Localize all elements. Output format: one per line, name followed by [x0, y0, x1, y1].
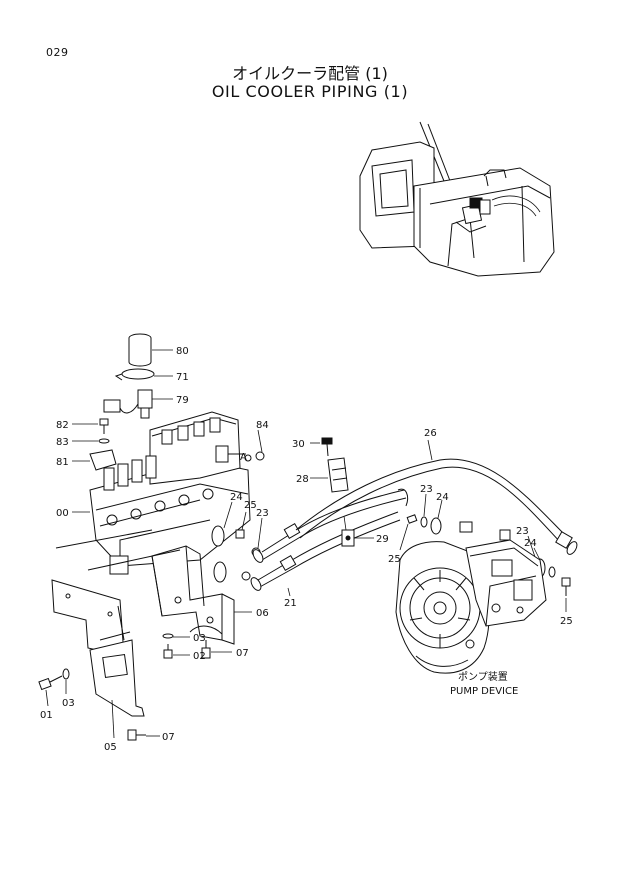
callout-81: 81 — [56, 457, 69, 468]
washer-03-lower — [62, 668, 70, 680]
callout-84: 84 — [256, 420, 269, 431]
callout-23-right: 23 — [516, 526, 529, 537]
bolt-07-upper — [201, 640, 211, 659]
page-number: 029 — [46, 46, 69, 59]
callout-02: 02 — [193, 651, 206, 662]
callout-line-23-left — [257, 517, 263, 549]
washer-03-upper — [162, 633, 174, 639]
callout-05: 05 — [104, 742, 117, 753]
callout-line-24-left — [223, 501, 233, 529]
callout-29: 29 — [376, 534, 389, 545]
page-title-english: OIL COOLER PIPING (1) — [211, 82, 409, 101]
callout-03-upper: 03 — [193, 633, 206, 644]
callout-25-mid: 25 — [388, 554, 401, 565]
callout-23-left: 23 — [256, 508, 269, 519]
pump-device-illustration — [395, 521, 547, 674]
filter-element-80 — [128, 333, 152, 367]
callout-21: 21 — [284, 598, 297, 609]
callout-lines-top-left — [72, 349, 173, 462]
bolt-25-right — [561, 577, 571, 596]
callout-28: 28 — [296, 474, 309, 485]
hose-21 — [250, 488, 409, 591]
callout-00: 00 — [56, 508, 69, 519]
callout-24-right: 24 — [524, 538, 537, 549]
clamp-block-28 — [327, 457, 349, 493]
callout-03-lower: 03 — [62, 698, 75, 709]
control-valve-00 — [89, 411, 265, 575]
callout-23-mid: 23 — [420, 484, 433, 495]
callout-80: 80 — [176, 346, 189, 357]
callout-06: 06 — [256, 608, 269, 619]
callout-01: 01 — [40, 710, 53, 721]
callout-line-01 — [45, 689, 49, 707]
hose-26 — [295, 458, 578, 555]
bolt-82 — [99, 418, 109, 434]
callout-30: 30 — [292, 439, 305, 450]
callout-line-21 — [287, 587, 291, 597]
callout-82: 82 — [56, 420, 69, 431]
page-title-japanese: オイルクーラ配管 (1) — [232, 64, 388, 83]
callout-line-26 — [427, 439, 433, 461]
callout-line-05 — [111, 699, 115, 739]
bracket-06 — [151, 545, 235, 645]
callout-71: 71 — [176, 372, 189, 383]
callout-25-right: 25 — [560, 616, 573, 627]
callout-line-24-right — [533, 547, 541, 561]
callout-line-25-left — [241, 511, 247, 531]
pump-device-caption-english: PUMP DEVICE — [450, 686, 518, 697]
callout-24-left: 24 — [230, 492, 243, 503]
callout-line-23-mid — [423, 493, 427, 517]
callout-line-24-mid — [437, 499, 443, 519]
washer-83 — [98, 438, 110, 444]
callout-line-84 — [257, 429, 263, 453]
excavator-inset-illustration — [359, 121, 555, 277]
bolt-01 — [38, 675, 63, 691]
callout-79: 79 — [176, 395, 189, 406]
wire-clip — [189, 625, 223, 635]
callout-25-left: 25 — [244, 500, 257, 511]
bracket-81 — [89, 449, 117, 471]
callout-24-mid: 24 — [436, 492, 449, 503]
callout-line-25-mid — [399, 523, 409, 551]
clamp-band-71 — [114, 368, 155, 381]
bolt-02 — [163, 644, 173, 659]
flange-fitting-pump-left — [406, 514, 442, 535]
hose-clamp-29 — [341, 515, 355, 547]
callout-26: 26 — [424, 428, 437, 439]
pump-device-caption-japanese: ポンプ装置 — [458, 670, 508, 683]
callout-83: 83 — [56, 437, 69, 448]
pressure-switch-79 — [103, 389, 153, 419]
cover-plate-05 — [51, 529, 181, 717]
bolt-30 — [321, 437, 333, 457]
callout-07-lower: 07 — [162, 732, 175, 743]
callout-07-upper: 07 — [236, 648, 249, 659]
flange-fitting-left — [211, 525, 261, 583]
callout-A: A — [240, 452, 247, 463]
bolt-07-lower — [127, 729, 146, 741]
